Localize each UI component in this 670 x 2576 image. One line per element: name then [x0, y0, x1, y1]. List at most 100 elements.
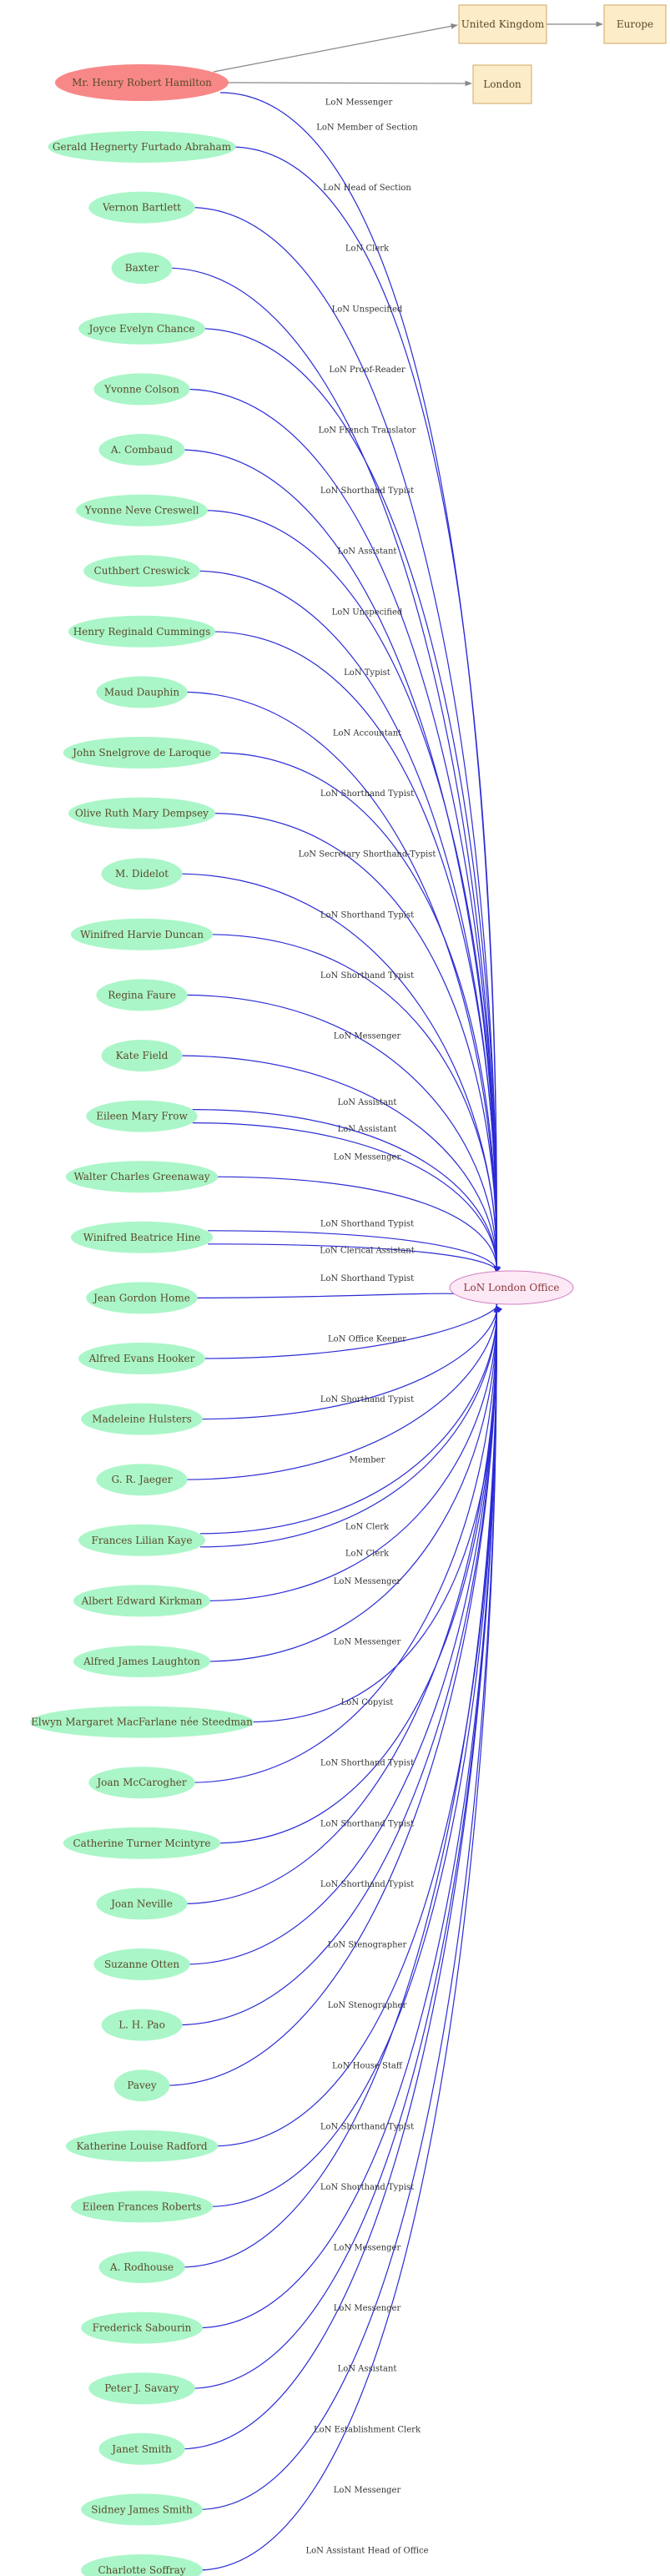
edge-gerald-hegnerty-furtado-abraham-1-label: LoN Member of Section — [316, 124, 418, 133]
place-node-london[interactable]: London — [472, 64, 532, 104]
edge-kate-field-1 — [177, 1055, 500, 1273]
edge-frances-lilian-kaye-1-label: LoN Clerk — [345, 1522, 390, 1531]
person-node-sidney-james-smith[interactable]: Sidney James Smith — [81, 2493, 203, 2526]
person-node-peter-j-savary[interactable]: Peter J. Savary — [88, 2372, 195, 2405]
person-node-regina-faure[interactable]: Regina Faure — [96, 979, 188, 1011]
edge-a-combaud-1-label: LoN French Translator — [319, 426, 416, 436]
edge-suzanne-otten-1 — [184, 1305, 500, 1965]
person-node-label: L. H. Pao — [118, 2019, 165, 2031]
person-node-shape — [30, 1706, 254, 1738]
edge-yvonne-colson-1 — [184, 388, 500, 1273]
person-node-m-didelot[interactable]: M. Didelot — [101, 858, 183, 890]
edge-jean-gordon-home-1 — [192, 1293, 501, 1307]
edge-a-rodhouse-1-label: LoN Messenger — [334, 2244, 401, 2253]
person-node-shape — [48, 131, 236, 163]
place-node-europe[interactable]: Europe — [603, 4, 667, 44]
edge-eileen-frances-roberts-1-label: LoN Shorthand Typist — [320, 2183, 414, 2192]
place-node-label: Europe — [617, 18, 653, 30]
person-node-frances-lilian-kaye[interactable]: Frances Lilian Kaye — [78, 1524, 205, 1556]
place-node-shape — [458, 4, 547, 44]
edge-joan-mccarogher-1-label: LoN Shorthand Typist — [320, 1759, 414, 1768]
person-node-label: Jean Gordon Home — [92, 1292, 190, 1303]
office-node[interactable]: LoN London Office — [449, 1270, 574, 1305]
person-node-shape — [65, 1161, 219, 1193]
person-node-katherine-louise-radford[interactable]: Katherine Louise Radford — [65, 2130, 219, 2162]
person-node-label: Alfred Evans Hooker — [88, 1353, 195, 1364]
person-node-l-h-pao[interactable]: L. H. Pao — [101, 2009, 183, 2041]
person-node-charlotte-soffray[interactable]: Charlotte Soffray — [81, 2554, 203, 2576]
person-node-alfred-evans-hooker[interactable]: Alfred Evans Hooker — [78, 1343, 205, 1374]
person-node-g-r-jaeger[interactable]: G. R. Jaeger — [96, 1464, 188, 1496]
person-node-maud-dauphin[interactable]: Maud Dauphin — [96, 676, 188, 708]
person-node-gerald-hegnerty-furtado-abraham[interactable]: Gerald Hegnerty Furtado Abraham — [48, 131, 236, 163]
person-node-joan-mccarogher[interactable]: Joan McCarogher — [88, 1767, 195, 1799]
person-node-shape — [88, 1767, 195, 1799]
edge-frederick-sabourin-1 — [197, 1305, 500, 2329]
person-node-label: G. R. Jaeger — [111, 1474, 172, 1485]
person-node-yvonne-neve-creswell[interactable]: Yvonne Neve Creswell — [76, 494, 208, 527]
place-node-united-kingdom[interactable]: United Kingdom — [458, 4, 547, 44]
person-node-a-combaud[interactable]: A. Combaud — [98, 434, 185, 466]
person-node-joan-neville[interactable]: Joan Neville — [96, 1888, 188, 1920]
person-node-elwyn-margaret-macfarlane-n-e-steedman[interactable]: Elwyn Margaret MacFarlane née Steedman — [30, 1706, 254, 1738]
person-node-label: Catherine Turner Mcintyre — [73, 1837, 210, 1849]
person-node-kate-field[interactable]: Kate Field — [101, 1040, 183, 1071]
edge-joan-mccarogher-1 — [189, 1305, 500, 1783]
person-node-albert-edward-kirkman[interactable]: Albert Edward Kirkman — [73, 1585, 211, 1617]
edge-janet-smith-1 — [179, 1305, 500, 2450]
edge-henry-reginald-cummings-1 — [210, 631, 500, 1273]
person-node-a-rodhouse[interactable]: A. Rodhouse — [98, 2251, 185, 2283]
person-node-label: Regina Faure — [108, 989, 176, 1001]
person-node-shape — [96, 1888, 188, 1920]
edge-alfred-evans-hooker-1 — [199, 1305, 503, 1359]
edge-regina-faure-1 — [182, 994, 500, 1273]
edge-m-didelot-1 — [177, 873, 500, 1273]
place-node-label: United Kingdom — [461, 18, 545, 30]
person-node-catherine-turner-mcintyre[interactable]: Catherine Turner Mcintyre — [63, 1827, 221, 1859]
person-node-frederick-sabourin[interactable]: Frederick Sabourin — [81, 2311, 203, 2344]
edge-kate-field-1-label: LoN Messenger — [334, 1032, 401, 1041]
person-node-eileen-mary-frow[interactable]: Eileen Mary Frow — [86, 1100, 198, 1132]
person-node-walter-charles-greenaway[interactable]: Walter Charles Greenaway — [65, 1161, 219, 1193]
person-node-pavey[interactable]: Pavey — [113, 2069, 170, 2102]
edge-suzanne-otten-1-label: LoN Stenographer — [328, 1941, 407, 1950]
person-node-shape — [81, 1403, 203, 1435]
person-node-olive-ruth-mary-dempsey[interactable]: Olive Ruth Mary Dempsey — [68, 797, 216, 829]
person-node-shape — [78, 312, 205, 345]
person-node-john-snelgrove-de-laroque[interactable]: John Snelgrove de Laroque — [63, 737, 221, 769]
person-node-label: Eileen Frances Roberts — [83, 2200, 202, 2212]
person-node-shape — [78, 1343, 205, 1374]
edge-maud-dauphin-1-label: LoN Typist — [344, 668, 390, 678]
edge-alfred-james-laughton-1-label: LoN Messenger — [334, 1638, 401, 1647]
person-node-janet-smith[interactable]: Janet Smith — [98, 2432, 185, 2465]
person-node-winifred-harvie-duncan[interactable]: Winifred Harvie Duncan — [70, 918, 214, 950]
person-node-label: Alfred James Laughton — [83, 1656, 200, 1667]
person-node-winifred-beatrice-hine[interactable]: Winifred Beatrice Hine — [70, 1221, 214, 1253]
person-node-cuthbert-creswick[interactable]: Cuthbert Creswick — [83, 555, 200, 587]
edge-joan-neville-1-label: LoN Shorthand Typist — [320, 1880, 414, 1889]
focus-person-node[interactable]: Mr. Henry Robert Hamilton — [55, 64, 229, 101]
person-node-shape — [96, 979, 188, 1011]
edge-katherine-louise-radford-1 — [213, 1305, 500, 2147]
edge-elwyn-margaret-macfarlane-n-e-steedman-1-label: LoN Copyist — [341, 1698, 394, 1707]
edge-eileen-frances-roberts-1 — [208, 1305, 500, 2207]
person-node-shape — [70, 1221, 214, 1253]
person-node-suzanne-otten[interactable]: Suzanne Otten — [93, 1948, 190, 1980]
person-node-joyce-evelyn-chance[interactable]: Joyce Evelyn Chance — [78, 312, 205, 345]
person-node-label: Joan Neville — [109, 1898, 173, 1909]
person-node-alfred-james-laughton[interactable]: Alfred James Laughton — [73, 1646, 211, 1677]
edge-frances-lilian-kaye-1 — [199, 1305, 500, 1535]
edge-focus-to-united-kingdom — [213, 23, 458, 73]
person-node-label: Maud Dauphin — [104, 686, 179, 698]
person-node-henry-reginald-cummings[interactable]: Henry Reginald Cummings — [68, 615, 216, 648]
person-node-shape — [73, 1646, 211, 1677]
person-node-madeleine-hulsters[interactable]: Madeleine Hulsters — [81, 1403, 203, 1435]
person-node-baxter[interactable]: Baxter — [111, 252, 173, 285]
person-node-jean-gordon-home[interactable]: Jean Gordon Home — [86, 1282, 198, 1314]
person-node-eileen-frances-roberts[interactable]: Eileen Frances Roberts — [70, 2190, 214, 2223]
person-node-shape — [73, 1585, 211, 1617]
person-node-vernon-bartlett[interactable]: Vernon Bartlett — [88, 191, 195, 224]
person-node-yvonne-colson[interactable]: Yvonne Colson — [93, 373, 190, 406]
